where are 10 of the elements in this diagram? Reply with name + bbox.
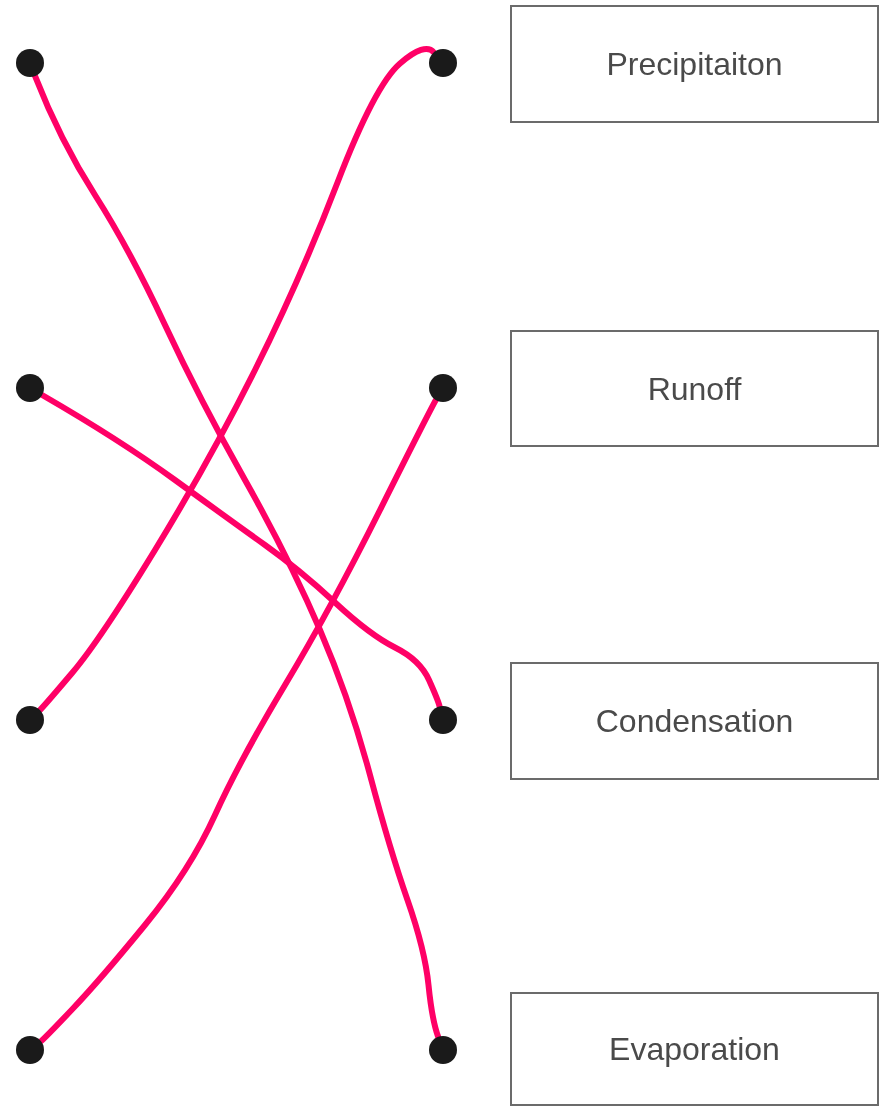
term-box — [510, 662, 879, 780]
matching-line — [32, 73, 442, 1040]
term-label: Runoff — [647, 369, 742, 409]
term-box — [510, 330, 879, 447]
term-box — [510, 5, 879, 123]
term-box — [510, 992, 879, 1106]
matching-line — [37, 397, 439, 1045]
term-label: Evaporation — [609, 1030, 780, 1069]
term-label: Condensation — [595, 702, 794, 741]
term-label: Precipitaiton — [606, 45, 783, 84]
